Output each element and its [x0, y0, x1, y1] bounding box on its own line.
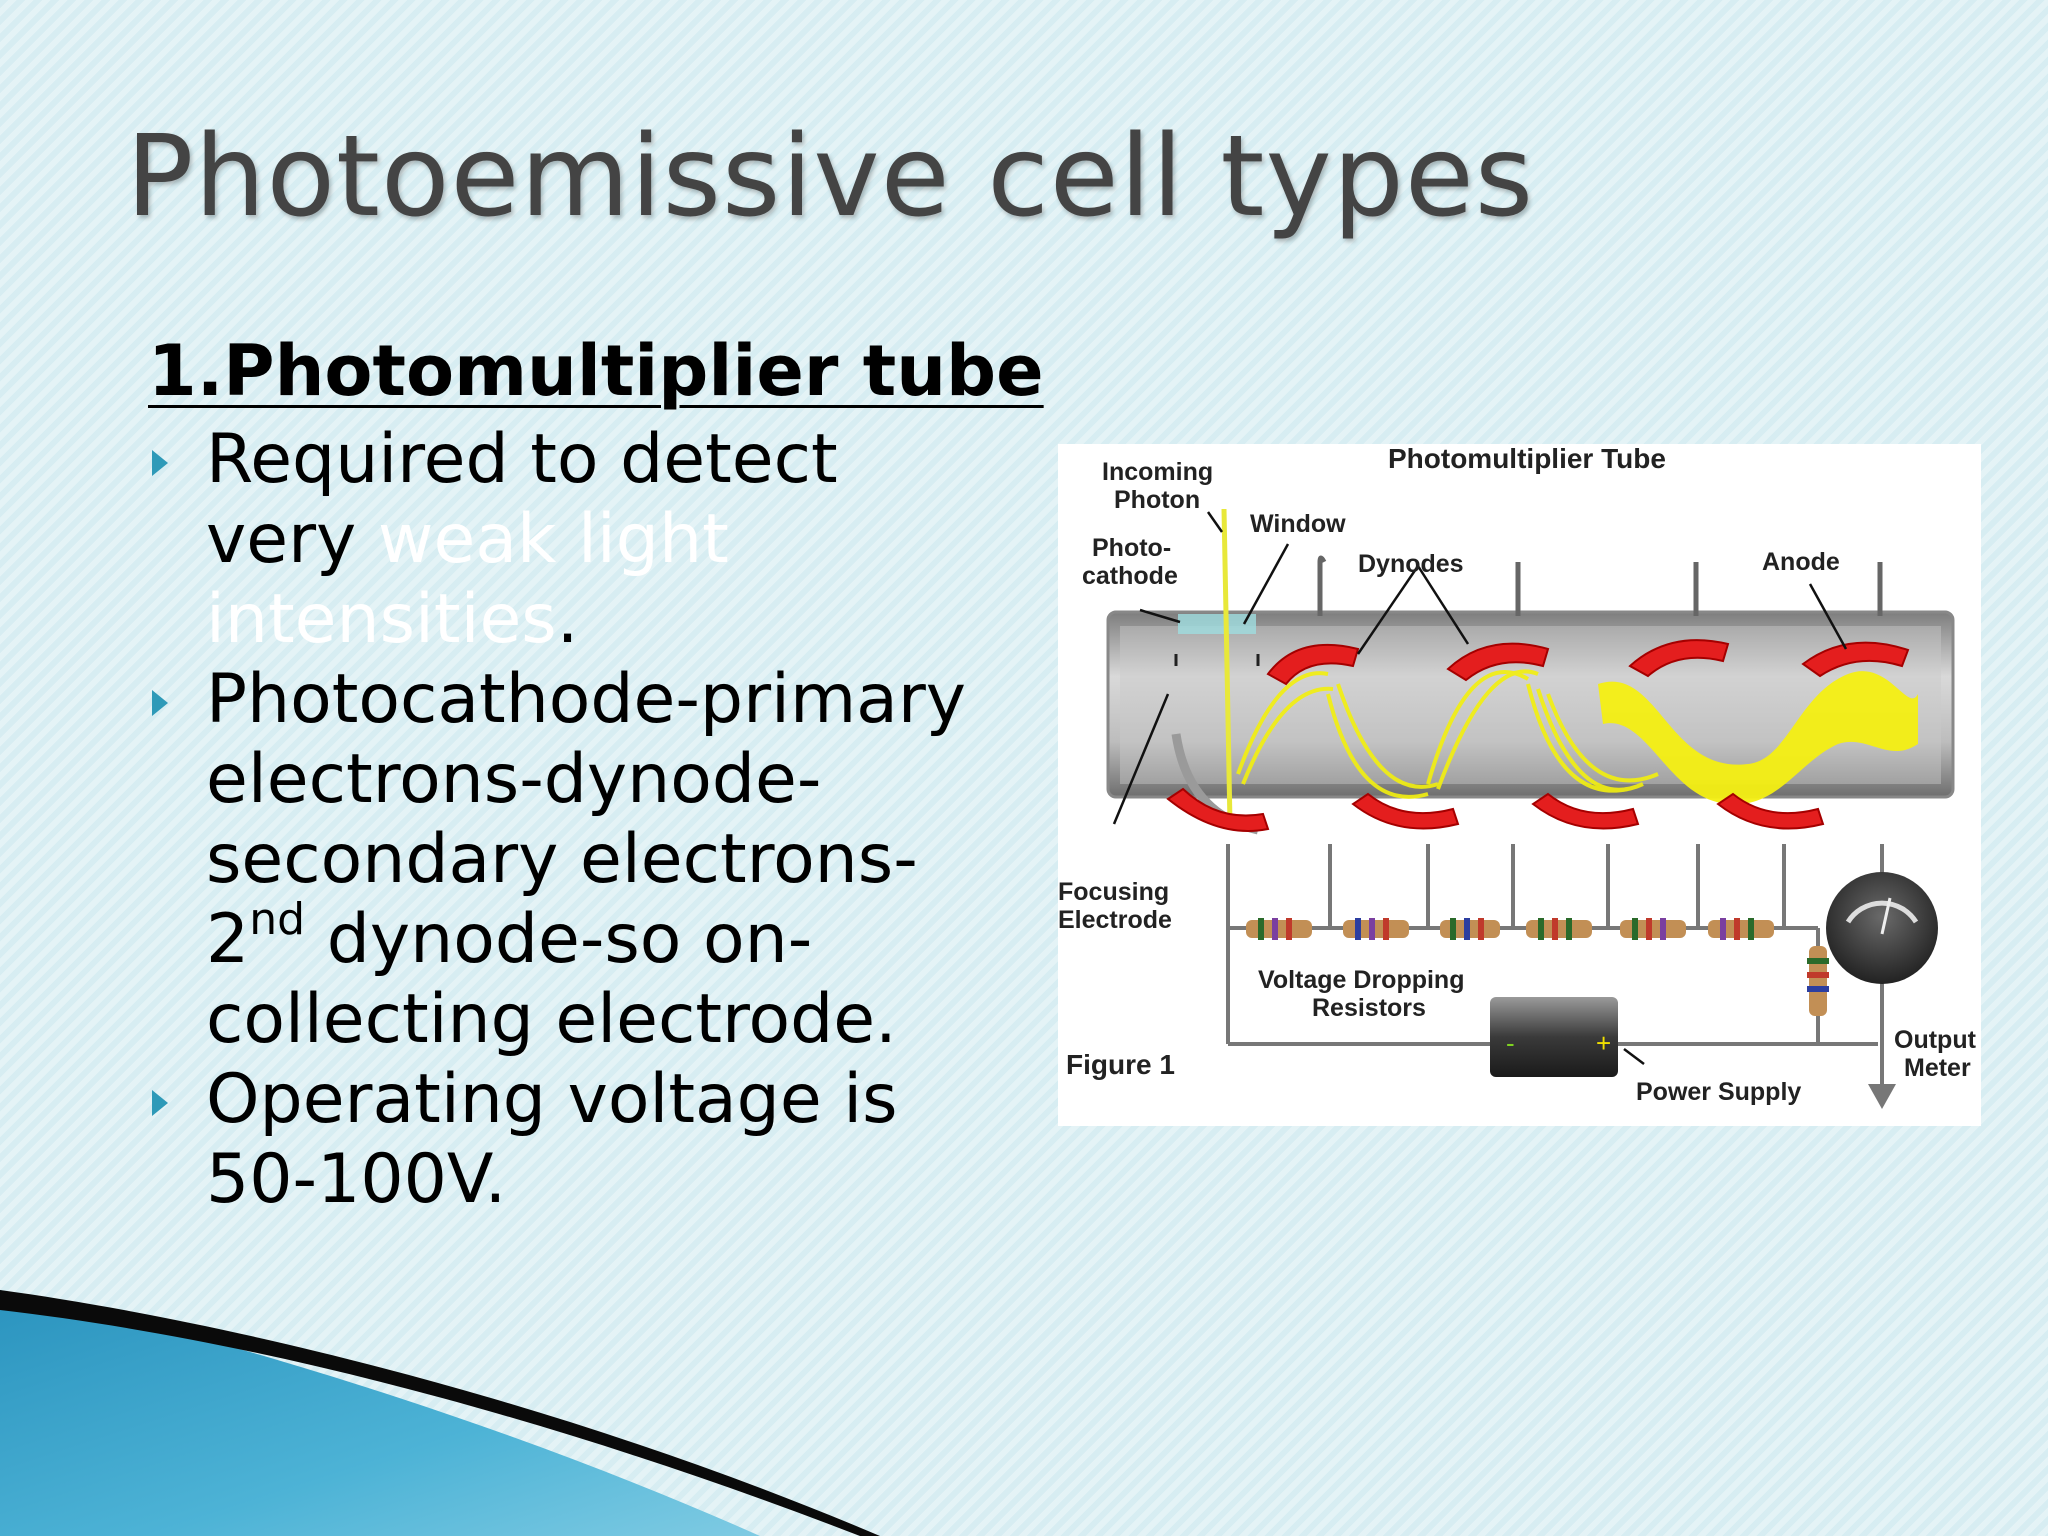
photomultiplier-diagram: - + Photomultiplier Tube Incoming Photon: [1058, 444, 1981, 1126]
bullet-text: Required to detect very: [206, 420, 838, 579]
bullet-text-end: .: [556, 580, 579, 659]
label-window: Window: [1250, 510, 1346, 538]
photon-beam: [1221, 508, 1233, 825]
label-figure: Figure 1: [1066, 1049, 1175, 1080]
battery-plus: +: [1596, 1028, 1611, 1058]
electron-cloud: [1598, 671, 1918, 805]
highlighted-text: weak light intensities: [206, 500, 729, 659]
label-meter: Meter: [1904, 1054, 1971, 1082]
bullet-item: Operating voltage is 50-100V.: [148, 1060, 988, 1220]
label-resistors: Resistors: [1312, 994, 1426, 1022]
label-anode: Anode: [1762, 548, 1840, 576]
dynode-bottom-row: [1166, 787, 1825, 832]
bullet-list: Required to detect very weak light inten…: [148, 420, 988, 1220]
label-dynodes: Dynodes: [1358, 550, 1464, 578]
bullet-arrow-icon: [152, 690, 168, 716]
bullet-text: Operating voltage is 50-100V.: [206, 1060, 898, 1219]
label-focusing: Focusing: [1058, 878, 1169, 906]
battery-minus: -: [1506, 1028, 1515, 1058]
label-power-supply: Power Supply: [1636, 1078, 1801, 1106]
label-cathode: cathode: [1082, 562, 1178, 590]
resistor-row: [1246, 918, 1829, 1016]
label-photo: Photo-: [1092, 534, 1171, 562]
dynode-top-row: [1266, 639, 1910, 686]
section-heading: 1.Photomultiplier tube: [148, 330, 1044, 412]
output-meter-icon: [1826, 872, 1938, 1109]
label-photon: Photon: [1114, 486, 1200, 514]
circuit-wires: [1226, 844, 1884, 1084]
bullet-item: Photocathode-primary electrons-dynode-se…: [148, 660, 988, 1060]
label-electrode: Electrode: [1058, 906, 1172, 934]
slide-title: Photoemissive cell types: [126, 112, 1535, 242]
label-voltage-dropping: Voltage Dropping: [1258, 966, 1464, 994]
label-incoming: Incoming: [1102, 458, 1213, 486]
window-icon: [1174, 614, 1260, 666]
figure-title: Photomultiplier Tube: [1388, 444, 1666, 474]
bullet-text: Photocathode-primary electrons-dynode-se…: [206, 660, 967, 979]
electron-paths: [1236, 669, 1659, 799]
label-output: Output: [1894, 1026, 1977, 1054]
bullet-arrow-icon: [152, 1090, 168, 1116]
superscript: nd: [249, 894, 306, 945]
power-supply-icon: - +: [1490, 997, 1618, 1077]
bullet-item: Required to detect very weak light inten…: [148, 420, 988, 660]
bullet-arrow-icon: [152, 450, 168, 476]
bullet-text-end: dynode-so on-collecting electrode.: [206, 900, 897, 1059]
